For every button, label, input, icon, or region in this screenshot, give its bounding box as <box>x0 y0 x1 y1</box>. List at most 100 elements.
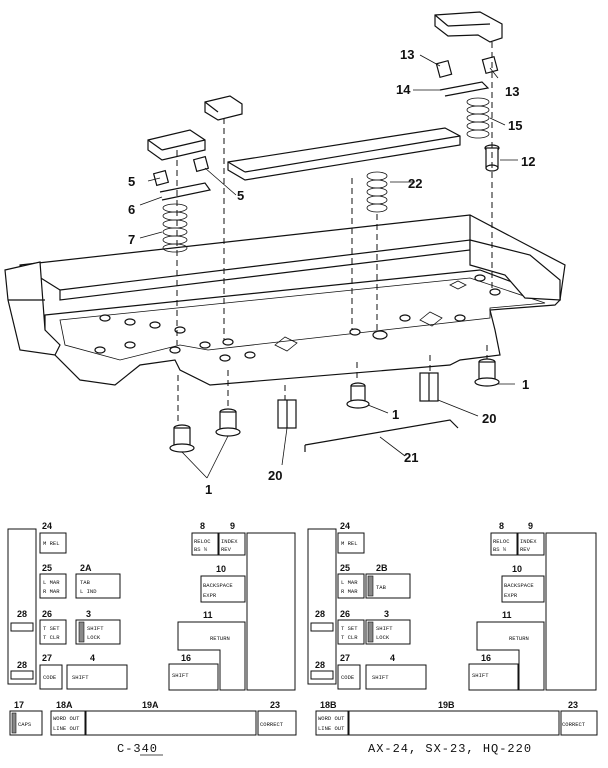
svg-text:26: 26 <box>340 609 350 619</box>
svg-text:WORD OUT: WORD OUT <box>318 715 345 722</box>
svg-text:18B: 18B <box>320 700 337 710</box>
left-key-numbers: 24 25 2A 26 3 27 4 28 28 8 9 10 11 16 17… <box>14 521 280 710</box>
svg-text:24: 24 <box>340 521 350 531</box>
callout-12: 12 <box>521 154 535 169</box>
svg-text:16: 16 <box>181 653 191 663</box>
callout-21: 21 <box>404 450 418 465</box>
caption-c340: C-340 <box>117 742 158 756</box>
svg-text:SHIFT: SHIFT <box>87 625 104 632</box>
callout-22: 22 <box>408 176 422 191</box>
svg-text:CODE: CODE <box>43 674 57 681</box>
keyboard-layout-c340 <box>7 528 297 736</box>
svg-text:WORD OUT: WORD OUT <box>53 715 80 722</box>
right-keytop <box>434 11 503 43</box>
switch-1-d <box>474 358 500 387</box>
callout-6: 6 <box>128 202 135 217</box>
svg-text:26: 26 <box>42 609 52 619</box>
svg-text:27: 27 <box>42 653 52 663</box>
spring-7 <box>162 203 188 253</box>
svg-text:28: 28 <box>315 609 325 619</box>
svg-text:CORRECT: CORRECT <box>562 721 586 728</box>
svg-text:TAB: TAB <box>80 579 91 586</box>
svg-text:SHIFT: SHIFT <box>472 672 489 679</box>
svg-text:25: 25 <box>42 563 52 573</box>
clip-5-left <box>152 169 170 187</box>
right-key-numbers: 24 25 2B 26 3 27 4 28 28 8 9 10 11 16 18… <box>315 521 578 710</box>
alignment-lines <box>176 42 493 425</box>
svg-text:T SET: T SET <box>341 625 358 632</box>
svg-text:18A: 18A <box>56 700 73 710</box>
svg-text:SHIFT: SHIFT <box>376 625 393 632</box>
callout-20-left: 20 <box>268 468 282 483</box>
svg-text:RETURN: RETURN <box>210 635 230 642</box>
svg-text:19B: 19B <box>438 700 455 710</box>
svg-text:3: 3 <box>86 609 91 619</box>
svg-text:LOCK: LOCK <box>376 634 390 641</box>
svg-text:T CLR: T CLR <box>43 634 60 641</box>
svg-text:BS ½: BS ½ <box>194 546 208 553</box>
bracket-20-right <box>419 372 439 402</box>
svg-text:2B: 2B <box>376 563 388 573</box>
svg-text:TAB: TAB <box>376 584 387 591</box>
callout-7: 7 <box>128 232 135 247</box>
callout-13-right: 13 <box>505 84 519 99</box>
svg-text:EXPR: EXPR <box>504 592 518 599</box>
svg-text:23: 23 <box>270 700 280 710</box>
center-keytop <box>204 95 243 121</box>
spring-22 <box>366 171 388 213</box>
rod-21 <box>304 419 459 446</box>
svg-text:RETURN: RETURN <box>509 635 529 642</box>
wire-14 <box>439 81 490 97</box>
callout-5-right: 5 <box>237 188 244 203</box>
svg-text:R MAR: R MAR <box>341 588 358 595</box>
svg-text:CAPS: CAPS <box>18 721 32 728</box>
svg-text:24: 24 <box>42 521 52 531</box>
svg-text:4: 4 <box>390 653 395 663</box>
switch-1-a <box>169 424 195 453</box>
spring-15 <box>466 97 490 139</box>
svg-text:LINE OUT: LINE OUT <box>53 725 80 732</box>
svg-text:R MAR: R MAR <box>43 588 60 595</box>
svg-text:T CLR: T CLR <box>341 634 358 641</box>
switch-1-c <box>346 382 370 409</box>
svg-text:INDEX: INDEX <box>221 538 238 545</box>
svg-text:SHIFT: SHIFT <box>72 674 89 681</box>
svg-text:28: 28 <box>17 609 27 619</box>
svg-text:27: 27 <box>340 653 350 663</box>
svg-text:10: 10 <box>216 564 226 574</box>
callout-13-left: 13 <box>400 47 414 62</box>
svg-text:11: 11 <box>203 610 213 620</box>
svg-text:L MAR: L MAR <box>341 579 358 586</box>
svg-text:CODE: CODE <box>341 674 355 681</box>
svg-text:11: 11 <box>502 610 512 620</box>
svg-text:8: 8 <box>499 521 504 531</box>
svg-text:REV: REV <box>221 546 232 553</box>
svg-text:M REL: M REL <box>341 540 358 547</box>
callout-14: 14 <box>396 82 411 97</box>
svg-text:T SET: T SET <box>43 625 60 632</box>
svg-text:REV: REV <box>520 546 531 553</box>
svg-text:SHIFT: SHIFT <box>172 672 189 679</box>
svg-text:SHIFT: SHIFT <box>372 674 389 681</box>
leader-lines <box>139 54 518 479</box>
keyboard-layout-ax24 <box>307 528 598 736</box>
svg-text:M REL: M REL <box>43 540 60 547</box>
clip-13-left <box>435 59 453 79</box>
svg-text:8: 8 <box>200 521 205 531</box>
svg-text:19A: 19A <box>142 700 159 710</box>
svg-text:16: 16 <box>481 653 491 663</box>
svg-text:BACKSPACE: BACKSPACE <box>504 582 534 589</box>
svg-text:10: 10 <box>512 564 522 574</box>
svg-text:LOCK: LOCK <box>87 634 101 641</box>
svg-text:28: 28 <box>315 660 325 670</box>
left-key-labels: M REL L MAR R MAR TAB L IND T SET T CLR … <box>18 538 284 732</box>
svg-text:INDEX: INDEX <box>520 538 537 545</box>
svg-text:CORRECT: CORRECT <box>260 721 284 728</box>
svg-text:BACKSPACE: BACKSPACE <box>203 582 233 589</box>
callout-5-left: 5 <box>128 174 135 189</box>
wire-6 <box>159 182 212 201</box>
svg-text:L MAR: L MAR <box>43 579 60 586</box>
svg-text:23: 23 <box>568 700 578 710</box>
svg-text:25: 25 <box>340 563 350 573</box>
keyboard-frame <box>4 214 566 386</box>
